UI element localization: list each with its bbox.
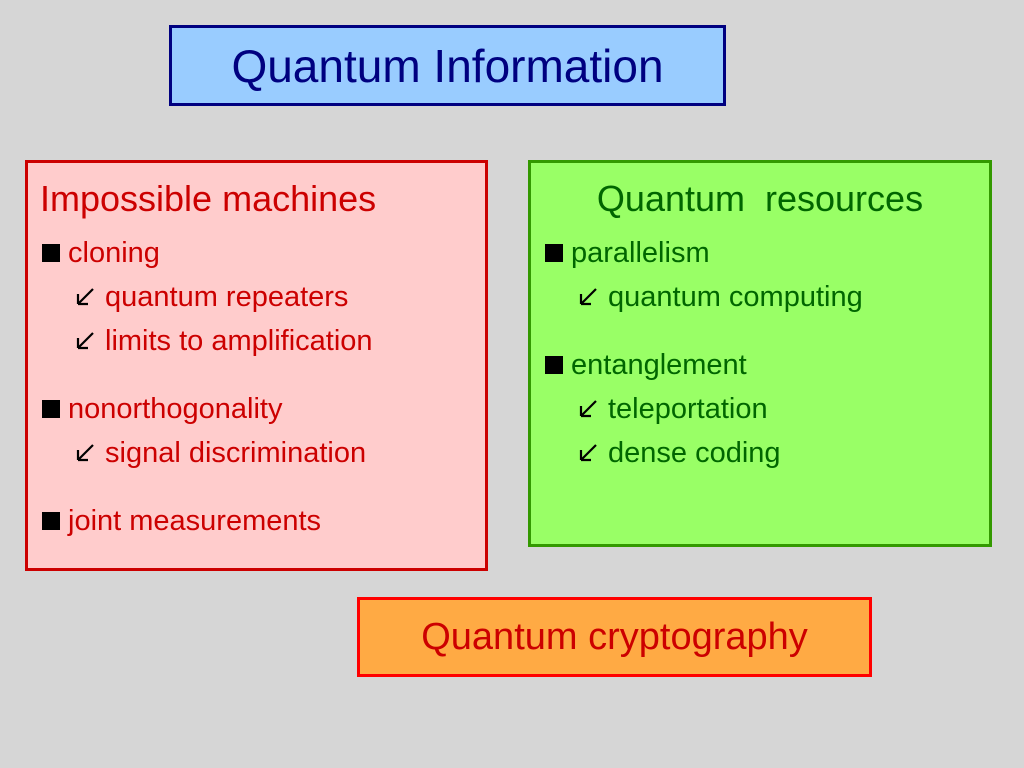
- arrow-down-left-icon: [76, 288, 94, 306]
- item-label: entanglement: [571, 349, 747, 381]
- arrow-down-left-icon: [76, 332, 94, 350]
- quantum-cryptography-box: Quantum cryptography: [357, 597, 872, 677]
- list-item-nonorthogonality: nonorthogonality: [40, 387, 485, 431]
- square-bullet-icon: [42, 244, 60, 262]
- subitem-label: quantum repeaters: [105, 281, 349, 313]
- list-item-parallelism: parallelism: [543, 231, 989, 275]
- list-item-joint-measurements: joint measurements: [40, 499, 485, 543]
- square-bullet-icon: [42, 400, 60, 418]
- slide-title: Quantum Information: [231, 39, 664, 92]
- quantum-resources-heading: Quantum resources: [596, 178, 924, 219]
- subitem-signal-discrimination: signal discrimination: [40, 431, 485, 475]
- subitem-label: signal discrimination: [105, 437, 367, 469]
- subitem-quantum-computing: quantum computing: [543, 275, 989, 319]
- subitem-teleportation: teleportation: [543, 387, 989, 431]
- list-item-cloning: cloning: [40, 231, 485, 275]
- subitem-label: limits to amplification: [105, 325, 373, 357]
- impossible-machines-heading: Impossible machines: [40, 178, 377, 219]
- square-bullet-icon: [545, 356, 563, 374]
- subitem-label: teleportation: [608, 393, 768, 425]
- item-label: joint measurements: [68, 505, 322, 537]
- arrow-down-left-icon: [76, 444, 94, 462]
- item-label: nonorthogonality: [68, 393, 283, 425]
- impossible-machines-box: Impossible machines cloning quantum repe…: [25, 160, 488, 571]
- square-bullet-icon: [42, 512, 60, 530]
- subitem-label: dense coding: [608, 437, 781, 469]
- item-label: parallelism: [571, 237, 710, 269]
- subitem-dense-coding: dense coding: [543, 431, 989, 475]
- arrow-down-left-icon: [579, 400, 597, 418]
- title-box: Quantum Information: [169, 25, 726, 106]
- subitem-quantum-repeaters: quantum repeaters: [40, 275, 485, 319]
- arrow-down-left-icon: [579, 288, 597, 306]
- quantum-cryptography-label: Quantum cryptography: [421, 615, 808, 658]
- subitem-limits-to-amplification: limits to amplification: [40, 319, 485, 363]
- list-item-entanglement: entanglement: [543, 343, 989, 387]
- subitem-label: quantum computing: [608, 281, 863, 313]
- item-label: cloning: [68, 237, 160, 269]
- quantum-resources-box: Quantum resources parallelism quantum co…: [528, 160, 992, 547]
- arrow-down-left-icon: [579, 444, 597, 462]
- square-bullet-icon: [545, 244, 563, 262]
